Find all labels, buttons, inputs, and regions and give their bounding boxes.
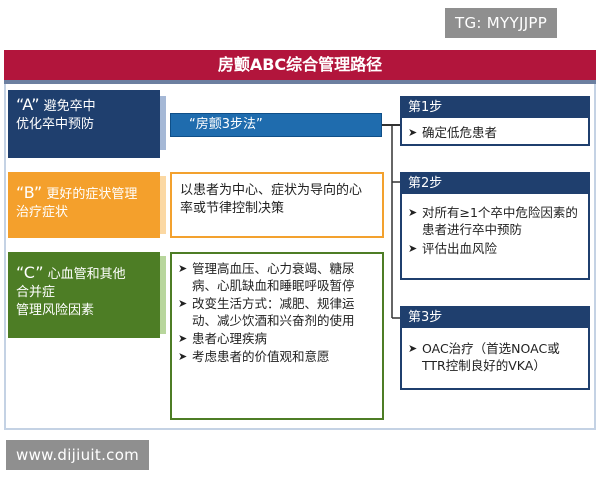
step-1-title: 第1步	[402, 98, 588, 118]
symptom-decision-text: 以患者为中心、症状为导向的心率或节律控制决策	[180, 183, 363, 216]
bottom-watermark: www.dijiuit.com	[6, 440, 150, 470]
risk-factor-box: ➤ 管理高血压、心力衰竭、糖尿病、心肌缺血和睡眠呼吸暂停 ➤ 改变生活方式：减肥、规…	[170, 252, 384, 420]
box-b-letter: “B”	[16, 183, 43, 202]
box-a-stripe	[160, 96, 166, 150]
list-item-text: 对所有≥1个卒中危险因素的患者进行卒中预防	[422, 205, 578, 237]
box-a-letter: “A”	[16, 95, 40, 114]
box-b-stripe	[160, 176, 166, 234]
title-underline	[4, 80, 596, 84]
list-item-text: 考虑患者的价值观和意愿	[192, 349, 330, 364]
box-c-letter: “C”	[16, 263, 44, 282]
list-item: ➤ OAC治疗（首选NOAC或TTR控制良好的VKA）	[408, 340, 582, 374]
box-c-comorbidities: “C” 心血管和其他 合并症 管理风险因素	[8, 252, 160, 338]
arrow-bullet-icon: ➤	[408, 126, 418, 139]
box-c-line1: 心血管和其他	[47, 267, 126, 282]
step-1-box: 第1步 ➤ 确定低危患者	[400, 96, 590, 146]
diagram-title: 房颤ABC综合管理路径	[4, 50, 596, 80]
list-item: ➤ 管理高血压、心力衰竭、糖尿病、心肌缺血和睡眠呼吸暂停	[178, 260, 374, 294]
list-item-text: 确定低危患者	[422, 125, 498, 140]
list-item: ➤ 对所有≥1个卒中危险因素的患者进行卒中预防	[408, 204, 582, 238]
top-watermark: TG: MYYJJPP	[445, 8, 558, 38]
step-2-box: 第2步 ➤ 对所有≥1个卒中危险因素的患者进行卒中预防 ➤ 评估出血风险	[400, 172, 590, 280]
list-item: ➤ 改变生活方式：减肥、规律运动、减少饮酒和兴奋剂的使用	[178, 295, 374, 329]
list-item: ➤ 考虑患者的价值观和意愿	[178, 348, 374, 365]
list-item: ➤ 评估出血风险	[408, 240, 582, 257]
box-c-line2: 合并症	[16, 285, 56, 300]
box-a-avoid-stroke: “A” 避免卒中 优化卒中预防	[8, 90, 160, 158]
list-item-text: 管理高血压、心力衰竭、糖尿病、心肌缺血和睡眠呼吸暂停	[192, 261, 355, 293]
step-3-box: 第3步 ➤ OAC治疗（首选NOAC或TTR控制良好的VKA）	[400, 306, 590, 390]
box-b-line1: 更好的症状管理	[46, 187, 138, 202]
box-b-symptom-management: “B” 更好的症状管理 治疗症状	[8, 172, 160, 238]
arrow-bullet-icon: ➤	[408, 206, 418, 219]
symptom-decision-box: 以患者为中心、症状为导向的心率或节律控制决策	[170, 172, 384, 238]
list-item-text: OAC治疗（首选NOAC或TTR控制良好的VKA）	[422, 341, 560, 373]
connector-line	[382, 124, 400, 126]
arrow-bullet-icon: ➤	[408, 242, 418, 255]
list-item: ➤ 确定低危患者	[408, 124, 582, 141]
box-c-line3: 管理风险因素	[16, 303, 95, 318]
three-step-bar: “房颤3步法”	[170, 113, 382, 137]
list-item-text: 改变生活方式：减肥、规律运动、减少饮酒和兴奋剂的使用	[192, 296, 355, 328]
step-3-title: 第3步	[402, 308, 588, 328]
arrow-bullet-icon: ➤	[178, 297, 188, 310]
list-item-text: 评估出血风险	[422, 241, 498, 256]
box-b-line2: 治疗症状	[16, 205, 69, 220]
arrow-bullet-icon: ➤	[408, 342, 418, 355]
arrow-bullet-icon: ➤	[178, 350, 188, 363]
step-2-title: 第2步	[402, 174, 588, 194]
box-c-stripe	[160, 256, 166, 334]
box-a-line2: 优化卒中预防	[16, 117, 95, 132]
list-item-text: 患者心理疾病	[192, 331, 268, 346]
box-a-line1: 避免卒中	[43, 99, 96, 114]
arrow-bullet-icon: ➤	[178, 332, 188, 345]
list-item: ➤ 患者心理疾病	[178, 330, 374, 347]
arrow-bullet-icon: ➤	[178, 262, 188, 275]
